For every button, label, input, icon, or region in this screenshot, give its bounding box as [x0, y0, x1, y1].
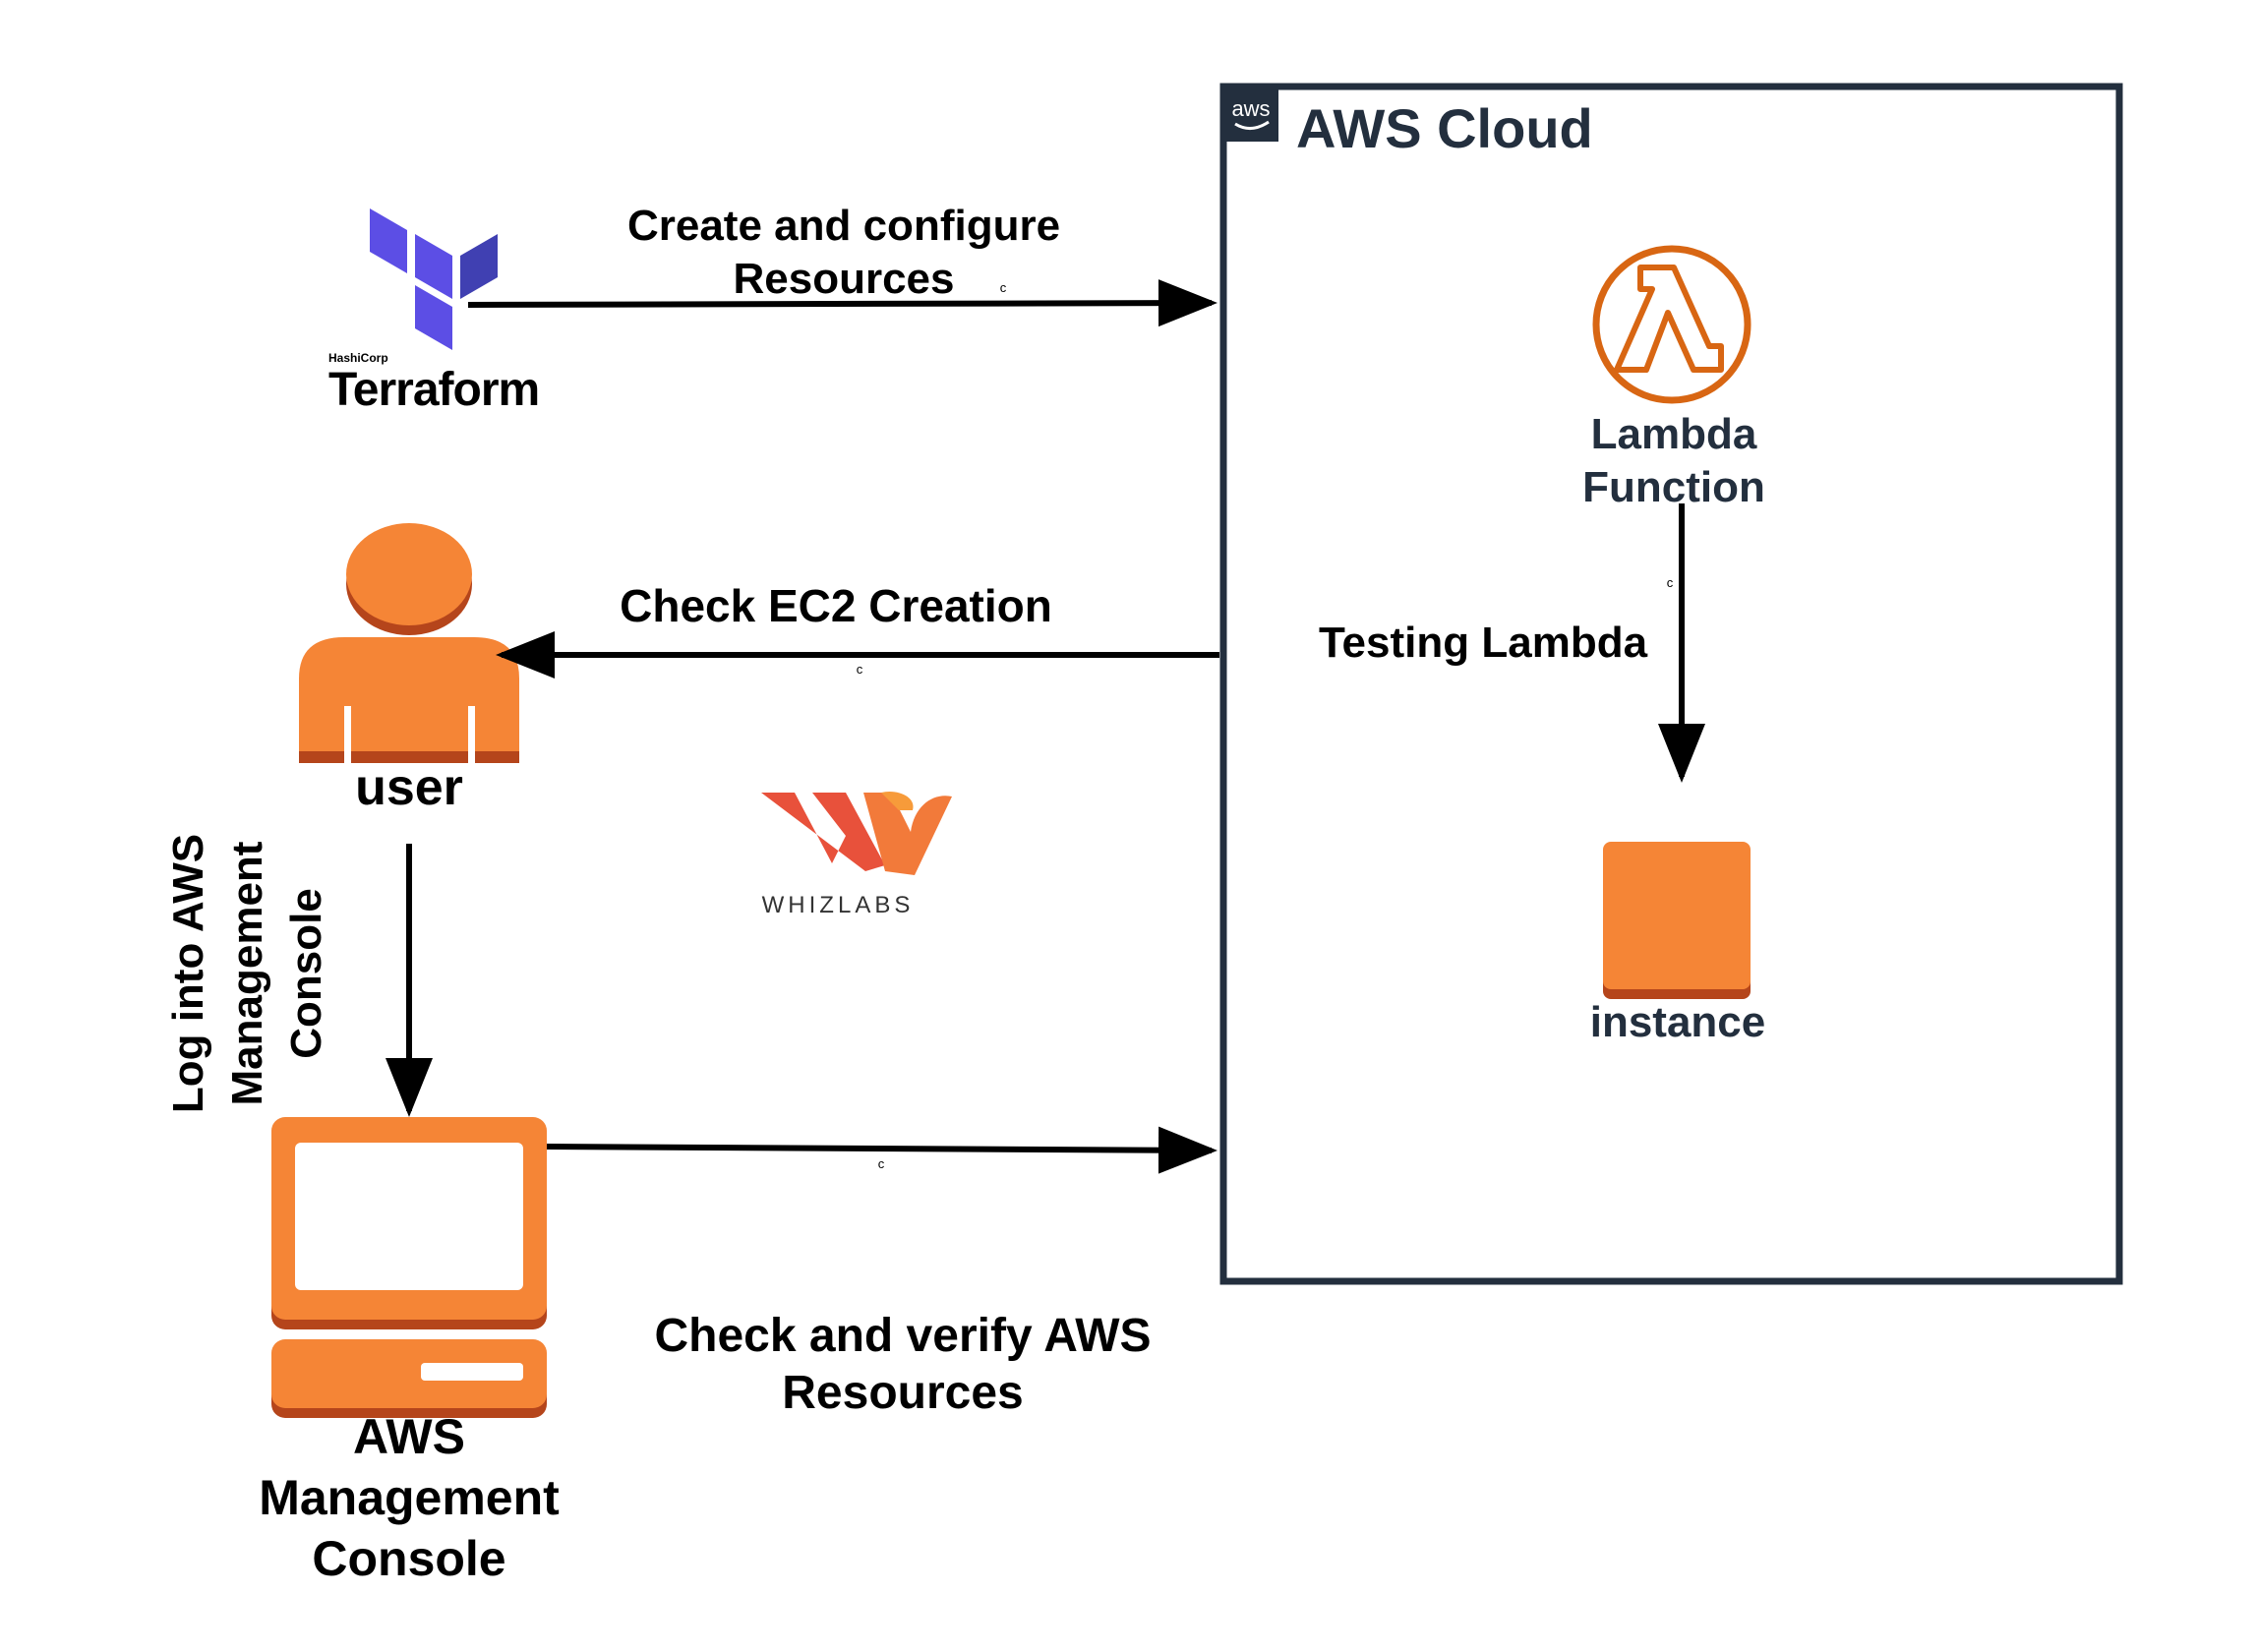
arrow-check-verify: [546, 1126, 1217, 1174]
computer-icon: [271, 1117, 547, 1418]
lambda-label-line1: Lambda: [1591, 410, 1757, 458]
lambda-label-line2: Function: [1582, 463, 1765, 511]
edge-login-label-line2: Management: [223, 841, 271, 1105]
edge-create-marker: c: [1000, 280, 1007, 295]
whizlabs-mark-icon: [761, 791, 952, 875]
edge-login-label-line1: Log into AWS: [164, 834, 212, 1113]
aws-badge-label: aws: [1231, 96, 1270, 121]
arrow-create-configure: [467, 279, 1217, 327]
edge-check-ec2-label: Check EC2 Creation: [620, 580, 1052, 631]
edge-verify-marker: c: [878, 1156, 885, 1171]
terraform-icon: [370, 208, 498, 350]
user-icon: [299, 523, 519, 763]
whizlabs-name: WHIZLABS: [762, 892, 915, 918]
edge-create-label-line2: Resources: [733, 255, 954, 303]
user-label: user: [355, 759, 463, 816]
edge-testing-label: Testing Lambda: [1319, 619, 1648, 667]
user-node: user: [299, 523, 519, 816]
terraform-logo: HashiCorp Terraform: [328, 208, 540, 416]
edge-check-ec2-marker: c: [857, 662, 863, 677]
edge-login: Log into AWS Management Console: [164, 834, 433, 1117]
instance-node: instance: [1590, 842, 1766, 1046]
console-label-line1: AWS: [353, 1409, 465, 1464]
edge-testing-marker: c: [1667, 575, 1674, 590]
aws-cloud-border: [1219, 83, 2123, 1285]
edge-verify-label-line2: Resources: [782, 1367, 1023, 1419]
terraform-brand-name: Terraform: [328, 364, 539, 416]
instance-label: instance: [1590, 998, 1766, 1046]
console-node: AWS Management Console: [259, 1117, 560, 1586]
aws-cloud-title: AWS Cloud: [1296, 97, 1593, 159]
console-label-line2: Management: [259, 1470, 560, 1525]
edge-testing-lambda: Testing Lambda c: [1319, 503, 1705, 783]
lambda-icon: [1592, 245, 1751, 404]
edge-check-ec2: Check EC2 Creation c: [496, 580, 1219, 678]
whizlabs-logo: WHIZLABS: [761, 791, 952, 918]
edge-create-configure: Create and configure Resources c: [467, 202, 1217, 327]
edge-check-verify: c Check and verify AWS Resources: [546, 1126, 1217, 1419]
lambda-node: Lambda Function: [1582, 245, 1765, 511]
console-label-line3: Console: [312, 1531, 505, 1586]
aws-badge-icon: aws: [1223, 87, 1278, 142]
ec2-instance-icon: [1603, 842, 1751, 999]
terraform-brand-small: HashiCorp: [328, 351, 388, 365]
aws-cloud-group: aws AWS Cloud: [1219, 83, 2123, 1285]
edge-login-label-line3: Console: [282, 888, 330, 1059]
edge-verify-label-line1: Check and verify AWS: [654, 1310, 1151, 1362]
edge-create-label-line1: Create and configure: [627, 202, 1060, 250]
